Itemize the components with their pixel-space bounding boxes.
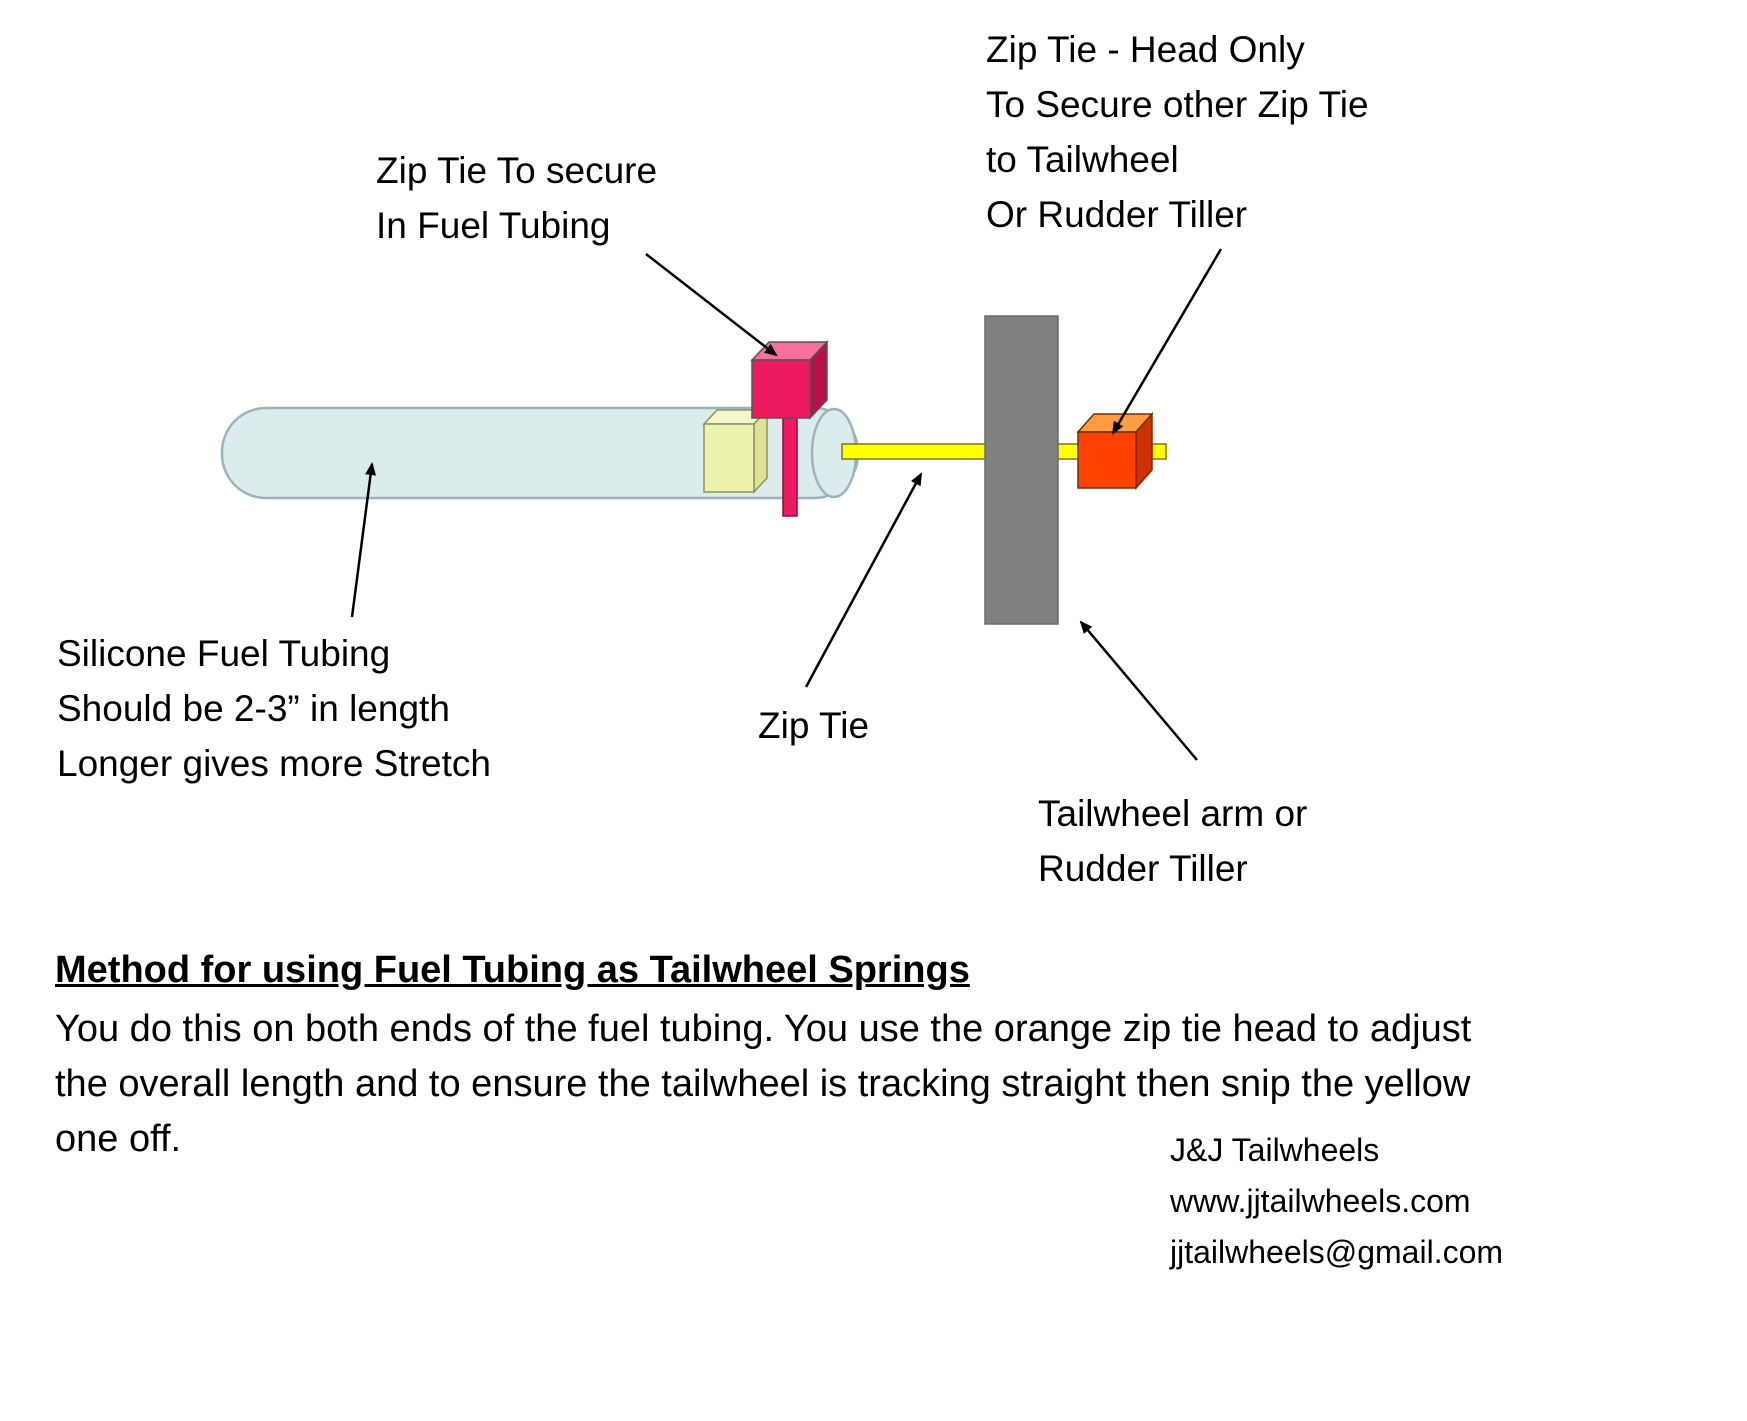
inner-anchor-side: [753, 408, 768, 494]
annotation-line: Zip Tie - Head Only: [986, 29, 1305, 70]
annotation-line: Longer gives more Stretch: [57, 743, 491, 784]
pink-zip-tie-head-front: [751, 359, 811, 419]
annotation-line: In Fuel Tubing: [376, 205, 611, 246]
annotation-line: Zip Tie: [758, 705, 870, 746]
contact-email: jjtailwheels@gmail.com: [1170, 1234, 1504, 1270]
arrow-to-tailwheel-arm: [1079, 620, 1198, 761]
annotation-fuel-tubing: Silicone Fuel Tubing Should be 2-3” in l…: [57, 626, 491, 791]
annotation-yellow-zip-tie: Zip Tie: [758, 698, 869, 753]
annotation-line: Zip Tie To secure: [376, 150, 658, 191]
annotation-line: to Tailwheel: [986, 139, 1179, 180]
annotation-tailwheel-arm: Tailwheel arm or Rudder Tiller: [1038, 786, 1307, 896]
annotation-line: Tailwheel arm or: [1038, 793, 1308, 834]
inner-anchor-front: [703, 423, 755, 493]
annotation-orange-zip-tie: Zip Tie - Head Only To Secure other Zip …: [986, 22, 1369, 242]
orange-zip-tie-head-front: [1077, 431, 1137, 489]
annotation-line: Rudder Tiller: [1038, 848, 1248, 889]
instructions-section: Method for using Fuel Tubing as Tailwhee…: [55, 944, 1510, 1167]
contact-company: J&J Tailwheels: [1170, 1132, 1380, 1168]
contact-block: J&J Tailwheels www.jjtailwheels.com jjta…: [1170, 1125, 1503, 1278]
arrow-to-fuel-tubing: [350, 462, 377, 618]
contact-website: www.jjtailwheels.com: [1170, 1183, 1471, 1219]
instructions-body: You do this on both ends of the fuel tub…: [55, 1008, 1472, 1160]
arrow-to-yellow-zip-tie: [804, 472, 923, 688]
arrow-to-pink-zip-tie: [645, 253, 778, 357]
instructions-heading: Method for using Fuel Tubing as Tailwhee…: [55, 949, 970, 991]
annotation-line: To Secure other Zip Tie: [986, 84, 1369, 125]
annotation-line: Or Rudder Tiller: [986, 194, 1248, 235]
arrow-to-orange-zip-tie: [1111, 248, 1223, 435]
pink-zip-tie-strap: [782, 415, 798, 517]
tailwheel-arm: [984, 315, 1059, 625]
annotation-pink-zip-tie: Zip Tie To secure In Fuel Tubing: [376, 143, 657, 253]
annotation-line: Silicone Fuel Tubing: [57, 633, 391, 674]
annotation-line: Should be 2-3” in length: [57, 688, 450, 729]
